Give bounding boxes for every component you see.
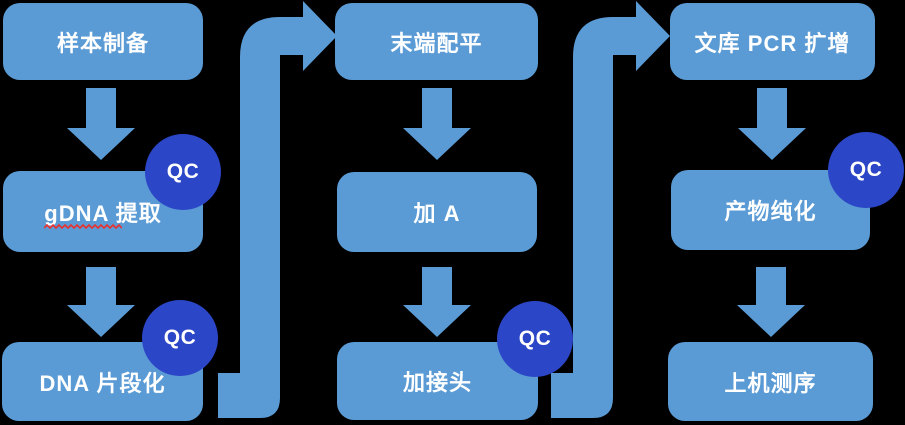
qc-badge-product-purification: QC xyxy=(828,132,904,208)
step-label: 加接头 xyxy=(402,370,472,395)
bent-connector-arrow-1 xyxy=(218,1,337,418)
down-arrow xyxy=(403,267,471,337)
step-end-repair: 末端配平 xyxy=(335,3,538,80)
down-arrow xyxy=(737,267,805,337)
step-library-pcr-amplification: 文库 PCR 扩增 xyxy=(670,3,875,80)
step-label: 末端配平 xyxy=(390,30,483,56)
qc-badge-label: QC xyxy=(849,158,883,181)
down-arrow xyxy=(67,88,135,160)
bent-connector-arrow-2 xyxy=(551,1,670,418)
qc-badge-gdna-extraction: QC xyxy=(145,134,221,210)
step-label: DNA 片段化 xyxy=(39,370,166,396)
step-dna-fragmentation: DNA 片段化 xyxy=(2,342,203,421)
step-a-tailing: 加 A xyxy=(337,172,537,252)
step-sample-preparation: 样本制备 xyxy=(3,3,203,80)
qc-badge-dna-fragmentation: QC xyxy=(142,300,218,376)
qc-badge-adapter-ligation: QC xyxy=(497,301,573,377)
down-arrow xyxy=(403,88,471,160)
qc-badge-label: QC xyxy=(166,160,200,183)
qc-badge-label: QC xyxy=(163,326,197,349)
step-sequencing: 上机测序 xyxy=(668,342,873,421)
step-label: 样本制备 xyxy=(56,30,149,56)
step-label: gDNA 提取 xyxy=(44,200,162,226)
step-label: 上机测序 xyxy=(724,370,817,396)
step-label: 加 A xyxy=(413,201,461,226)
qc-badge-label: QC xyxy=(518,327,552,350)
down-arrow xyxy=(67,267,135,337)
step-label: 产物纯化 xyxy=(724,199,817,224)
step-label: 文库 PCR 扩增 xyxy=(694,30,851,56)
down-arrow xyxy=(738,88,806,160)
